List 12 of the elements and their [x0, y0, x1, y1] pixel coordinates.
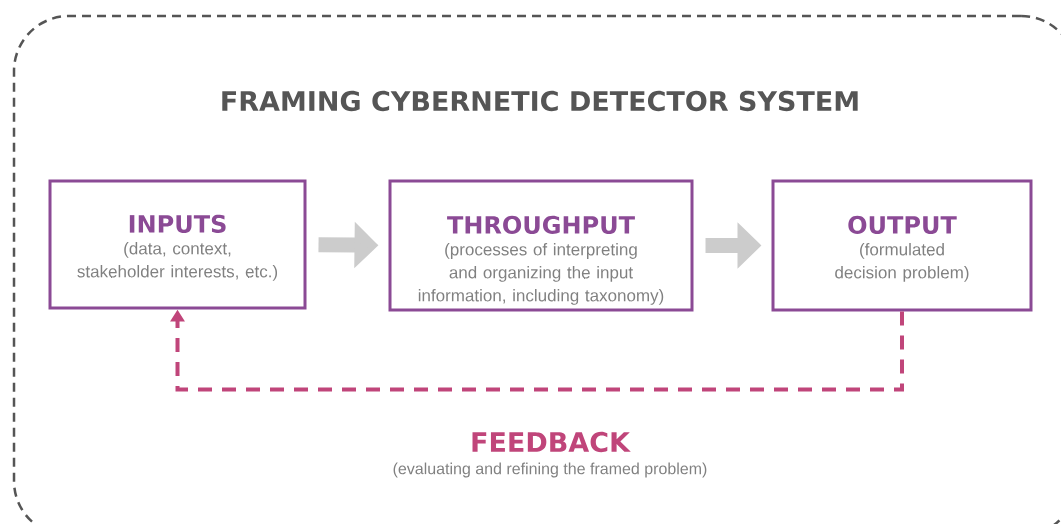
box-description: (formulated decision problem)	[835, 243, 969, 282]
box-description: (data, context, stakeholder interests, etc.)	[77, 242, 278, 281]
process-box	[388, 179, 694, 312]
process-box	[771, 179, 1033, 312]
feedback-description: (evaluating and refining the framed problem)	[393, 462, 707, 478]
process-box	[48, 179, 307, 310]
title: FRAMING CYBERNETIC DETECTOR SYSTEM	[222, 90, 858, 112]
feedback-heading: FEEDBACK	[472, 431, 631, 453]
box-heading: THROUGHPUT	[447, 215, 635, 234]
box-description: (processes of interpreting and organizing the input information, including taxonomy)	[418, 243, 664, 305]
box-heading: OUTPUT	[848, 215, 957, 234]
box-heading: INPUTS	[129, 214, 226, 233]
